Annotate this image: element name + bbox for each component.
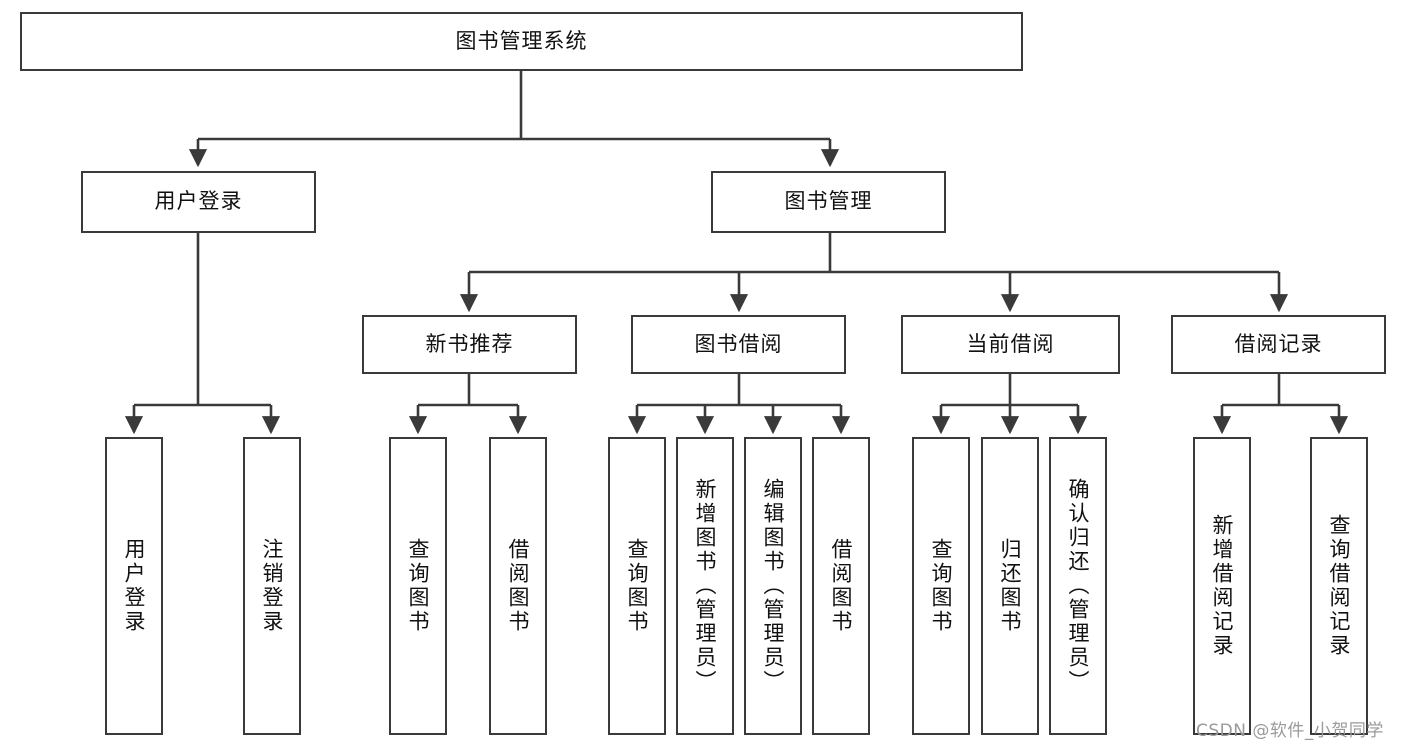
node-root-label: 图书管理系统 [455, 28, 588, 53]
leaf-book-borrow-2[interactable]: 新增图书（管理员） [676, 437, 734, 735]
leaf-label: 查询借阅记录 [1327, 514, 1352, 658]
leaf-label: 用户登录 [122, 538, 147, 634]
leaf-label: 查询图书 [625, 538, 650, 634]
leaf-label: 查询图书 [929, 538, 954, 634]
node-user-login-label: 用户登录 [154, 189, 243, 214]
leaf-book-borrow-1[interactable]: 查询图书 [608, 437, 666, 735]
node-book-borrow[interactable]: 图书借阅 [631, 315, 846, 374]
leaf-label: 新增图书（管理员） [693, 478, 718, 694]
leaf-label: 确认归还（管理员） [1066, 478, 1091, 694]
leaf-user-login-2[interactable]: 注销登录 [243, 437, 301, 735]
node-borrow-record[interactable]: 借阅记录 [1171, 315, 1386, 374]
leaf-new-book-recommend-1[interactable]: 查询图书 [389, 437, 447, 735]
leaf-new-book-recommend-2[interactable]: 借阅图书 [489, 437, 547, 735]
leaf-label: 注销登录 [260, 538, 285, 634]
node-borrow-record-label: 借阅记录 [1234, 331, 1323, 356]
node-new-book-recommend-label: 新书推荐 [425, 331, 514, 356]
node-current-borrow[interactable]: 当前借阅 [901, 315, 1120, 374]
node-user-login[interactable]: 用户登录 [81, 171, 316, 233]
node-book-management-label: 图书管理 [784, 189, 873, 214]
leaf-borrow-record-1[interactable]: 新增借阅记录 [1193, 437, 1251, 735]
leaf-current-borrow-3[interactable]: 确认归还（管理员） [1049, 437, 1107, 735]
leaf-label: 新增借阅记录 [1210, 514, 1235, 658]
node-book-borrow-label: 图书借阅 [694, 331, 783, 356]
leaf-user-login-1[interactable]: 用户登录 [105, 437, 163, 735]
leaf-current-borrow-2[interactable]: 归还图书 [981, 437, 1039, 735]
leaf-label: 查询图书 [406, 538, 431, 634]
node-root[interactable]: 图书管理系统 [20, 12, 1023, 71]
leaf-book-borrow-4[interactable]: 借阅图书 [812, 437, 870, 735]
leaf-label: 借阅图书 [506, 538, 531, 634]
leaf-book-borrow-3[interactable]: 编辑图书（管理员） [744, 437, 802, 735]
watermark-text: CSDN @软件_小贺同学 [1196, 721, 1384, 741]
node-new-book-recommend[interactable]: 新书推荐 [362, 315, 577, 374]
leaf-label: 借阅图书 [829, 538, 854, 634]
leaf-borrow-record-2[interactable]: 查询借阅记录 [1310, 437, 1368, 735]
node-current-borrow-label: 当前借阅 [966, 331, 1055, 356]
node-book-management[interactable]: 图书管理 [711, 171, 946, 233]
leaf-label: 编辑图书（管理员） [761, 478, 786, 694]
leaf-current-borrow-1[interactable]: 查询图书 [912, 437, 970, 735]
leaf-label: 归还图书 [998, 538, 1023, 634]
